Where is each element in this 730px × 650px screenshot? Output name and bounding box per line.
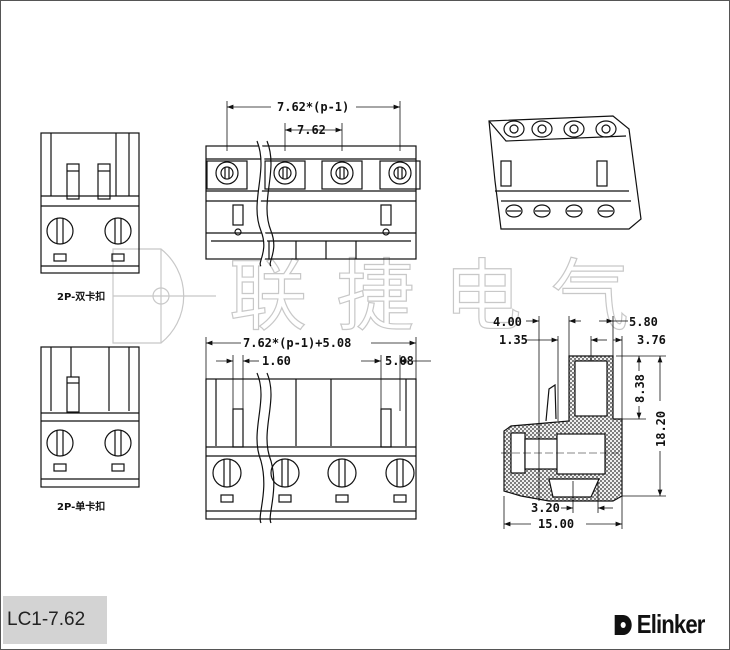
iso-screw-icon — [503, 120, 525, 138]
iso-screw-head-icon — [601, 124, 611, 134]
label-single-latch: 2P-单卡扣 — [57, 500, 105, 513]
dim-18-20: 18.20 — [654, 411, 668, 447]
dim-pitch-total: 7.62*(p-1) — [277, 100, 349, 114]
dim-pitch-total-plus: 7.62*(p-1)+5.08 — [243, 336, 351, 350]
test-port — [220, 494, 234, 503]
screw-icon — [215, 161, 239, 185]
screw-head-icon — [393, 166, 407, 180]
wire-opening — [206, 160, 248, 190]
dimension-labels: 7.62*(p-1) 7.62 7.62*(p-1)+5.08 1.60 5.0… — [57, 100, 668, 531]
screw-head-icon — [278, 166, 292, 180]
model-number-box: LC1-7.62 — [3, 596, 107, 644]
dim-5-08: 5.08 — [385, 354, 414, 368]
label-double-latch: 2P-双卡扣 — [57, 290, 105, 303]
side-view-single-latch — [40, 346, 140, 488]
iso-port-icon — [565, 204, 583, 218]
dim-1-60: 1.60 — [262, 354, 291, 368]
dim-5-80: 5.80 — [629, 315, 658, 329]
iso-screw-icon — [563, 120, 585, 138]
iso-port-icon — [533, 204, 551, 218]
screw-icon — [273, 161, 297, 185]
screw-head-icon — [220, 166, 234, 180]
watermark-logo — [112, 248, 216, 344]
dim-15-00: 15.00 — [538, 517, 574, 531]
iso-port-icon — [597, 204, 615, 218]
screw-icon — [330, 161, 354, 185]
dim-pitch: 7.62 — [297, 123, 326, 137]
dim-8-38: 8.38 — [633, 374, 647, 403]
dim-3-20: 3.20 — [531, 501, 560, 515]
dim-4-00: 4.00 — [493, 315, 522, 329]
screw-icon — [270, 458, 300, 488]
screw-icon — [327, 458, 357, 488]
dimension-lines — [205, 101, 666, 529]
front-view-top — [205, 140, 421, 268]
screw-icon — [212, 458, 242, 488]
iso-screw-icon — [595, 120, 617, 138]
dim-1-35: 1.35 — [499, 333, 528, 347]
iso-screw-head-icon — [537, 124, 547, 134]
iso-port-icon — [505, 204, 523, 218]
wire-opening — [264, 160, 306, 190]
screw-head-icon — [335, 166, 349, 180]
screw-icon — [385, 458, 415, 488]
iso-screw-head-icon — [569, 124, 579, 134]
wire-opening — [379, 160, 421, 190]
screw-icon — [388, 161, 412, 185]
isometric-view — [488, 115, 642, 230]
test-port — [278, 494, 292, 503]
brand-name: Elinker — [636, 609, 706, 639]
side-view-double-latch — [40, 132, 140, 274]
iso-screw-icon — [531, 120, 553, 138]
brand-mark-icon — [614, 614, 632, 635]
model-number: LC1-7.62 — [7, 609, 86, 630]
section-view — [501, 355, 623, 502]
test-port — [393, 494, 407, 503]
wire-opening — [321, 160, 363, 190]
watermark: 联捷电气 — [112, 248, 630, 344]
brand-logo: Elinker — [613, 609, 705, 640]
dim-3-76: 3.76 — [637, 333, 666, 347]
test-port — [335, 494, 349, 503]
iso-screw-head-icon — [509, 124, 519, 134]
front-view-bottom — [205, 372, 417, 524]
